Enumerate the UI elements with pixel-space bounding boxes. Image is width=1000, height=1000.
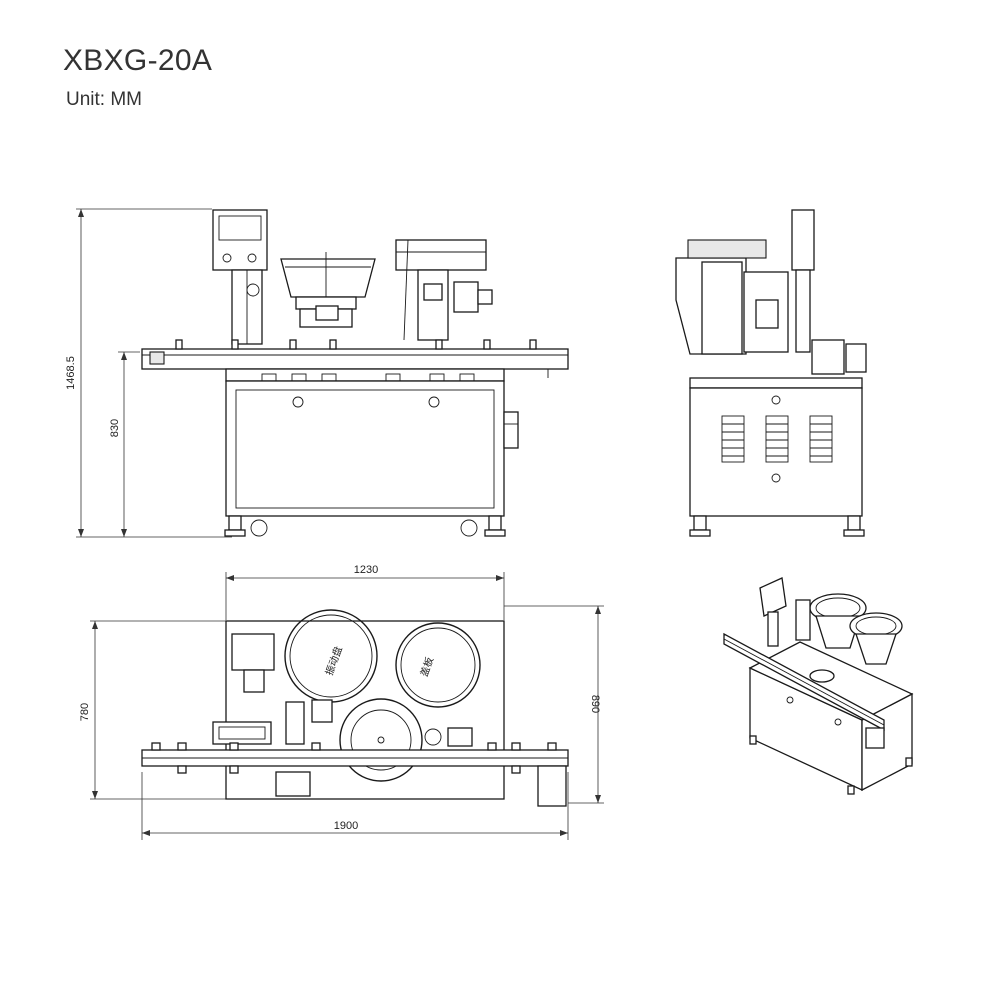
dim-frame-depth-label: 780 [79,703,91,721]
top-hmi [212,721,272,745]
hmi-button-right [247,253,257,263]
top-air-filter [537,765,567,807]
conveyor-rail [141,348,569,370]
side-view [675,209,867,537]
conveyor-guides [175,339,537,350]
door-lock-right [428,396,440,408]
top-turntable [339,698,423,782]
iso-feet [749,735,913,795]
dim-frame-width-label: 1230 [354,564,378,576]
dim-total-height: 1468.5 [65,208,232,538]
dim-total-depth: 890 [504,605,604,804]
dim-total-height-label: 1468.5 [65,356,77,390]
hmi-button-left [222,253,232,263]
work-plate [225,368,505,382]
dim-table-height-label: 830 [109,419,121,437]
iso-bowl-1 [809,593,867,649]
side-hmi-column [795,269,811,353]
top-conveyor-posts [151,742,557,774]
dim-table-height: 830 [109,351,140,537]
side-cabinet [689,387,863,517]
model-title: XBXG-20A [63,44,213,77]
vibratory-bowl [280,258,376,298]
air-filter [503,411,519,449]
door-lock-left [292,396,304,408]
top-bowl-lid: 盖板 [395,622,481,708]
dim-frame-width: 1230 [225,564,505,620]
capping-head [395,239,487,271]
hmi-screen [218,215,262,241]
dim-frame-depth: 780 [79,620,226,800]
dim-total-width: 1900 [141,772,569,840]
conveyor-motor [149,351,165,365]
top-motor [275,771,311,797]
iso-hmi [759,577,787,617]
isometric-view [723,577,914,795]
cabinet-door [235,389,495,509]
casters [224,515,506,537]
front-view: 1468.5 830 [65,208,569,538]
side-capper [811,339,845,375]
iso-cabinet-top [748,641,914,721]
top-view: 1230 1900 780 890 [79,564,604,840]
dim-total-depth-label: 890 [589,695,601,713]
dim-total-width-label: 1900 [334,820,358,832]
iso-bowl-2 [849,612,903,665]
side-vents [721,415,833,463]
top-control-box [231,633,275,671]
unit-label: Unit: MM [66,89,142,110]
side-hmi-panel [791,209,815,271]
side-legs [689,515,865,537]
cabinet [225,380,505,517]
side-plate [689,377,863,389]
